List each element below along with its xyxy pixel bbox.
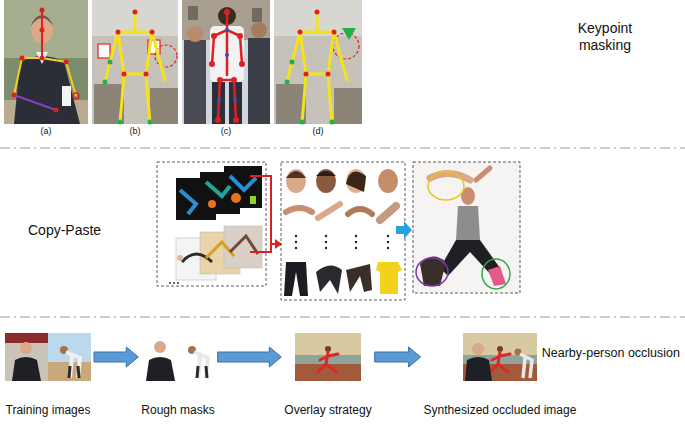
block-arrow (94, 347, 138, 367)
row-title: Copy-Paste (28, 222, 101, 239)
segmentation-sources (157, 162, 266, 286)
photo-d (274, 0, 362, 125)
picture-slot (463, 333, 537, 381)
image-panel: Overlay strategy (284, 333, 371, 418)
caption: Synthesized occluded image (424, 403, 577, 418)
red-arrow (250, 176, 276, 244)
caption: Overlay strategy (284, 403, 371, 418)
image-panel: Synthesized occluded image (424, 333, 577, 418)
panel-label: (c) (221, 126, 232, 137)
separator (0, 147, 685, 148)
row-title: Nearby-person occlusion (542, 346, 680, 361)
overlay-background (295, 333, 361, 381)
block-arrow (375, 347, 421, 367)
panel-label: (d) (313, 126, 324, 137)
separator (0, 316, 685, 317)
training-photos (5, 333, 91, 381)
photo-c (182, 0, 270, 124)
panel-label: (b) (130, 126, 141, 137)
photo-a (4, 0, 88, 124)
image-panel: Rough masks (141, 333, 214, 418)
caption: Training images (6, 403, 91, 418)
row-title: Keypoint masking (563, 20, 647, 54)
caption: Rough masks (141, 403, 214, 418)
red-arrow (250, 244, 271, 252)
augmented-person (413, 162, 520, 293)
panel-label: (a) (41, 126, 52, 137)
rough-masks (146, 341, 208, 381)
picture-slot (5, 333, 91, 381)
picture-slot (295, 333, 361, 381)
blue-arrow (396, 221, 412, 239)
synthesized-image (463, 333, 537, 381)
picture-slot (143, 333, 213, 381)
block-arrow (218, 347, 282, 367)
photo-b (92, 0, 178, 125)
body-parts (281, 162, 405, 300)
image-panel: Training images (5, 333, 91, 418)
